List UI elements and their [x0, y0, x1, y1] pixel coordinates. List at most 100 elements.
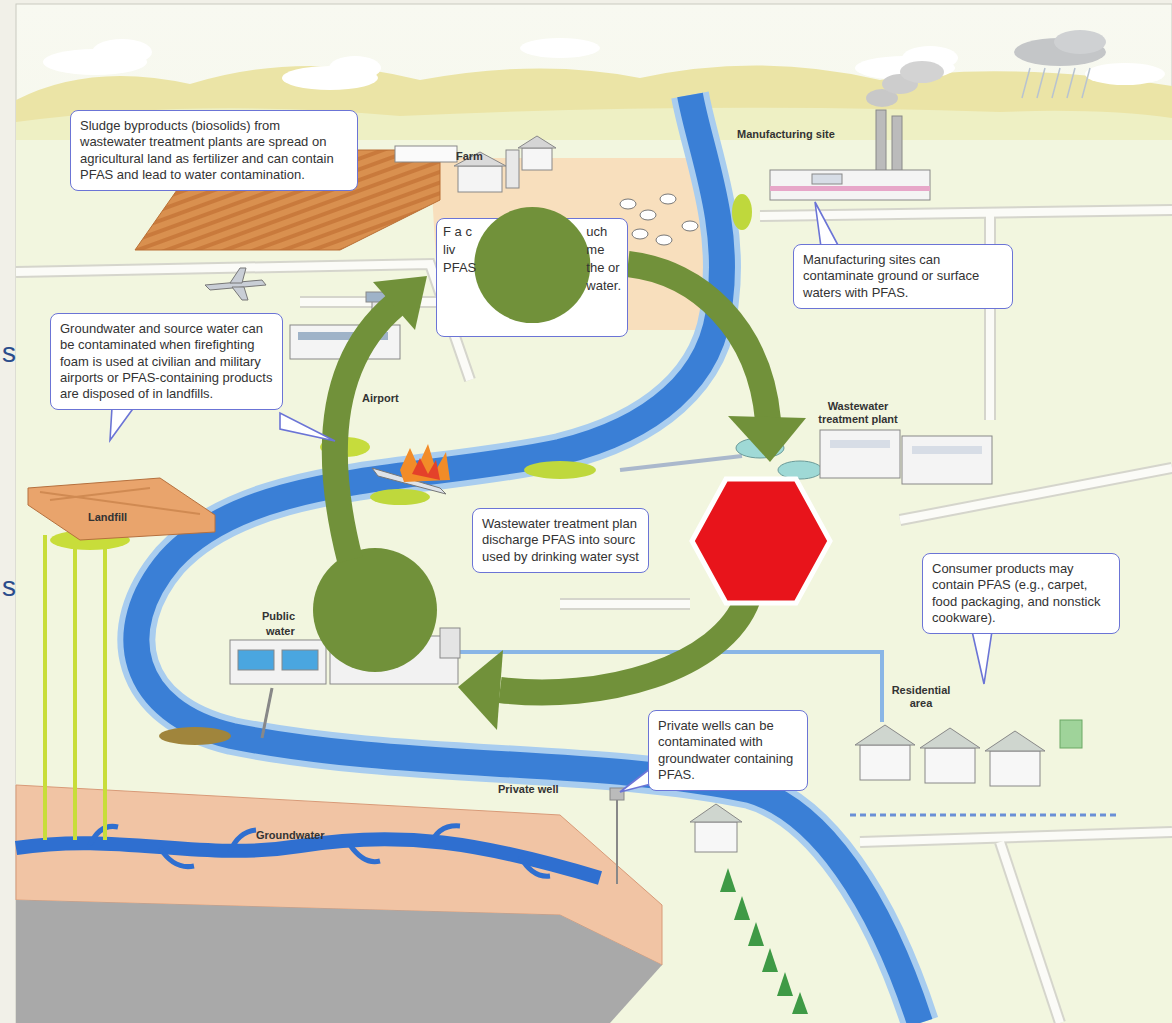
callout-text: Manufacturing sites can contaminate grou… [803, 252, 1003, 301]
road [16, 210, 1172, 1023]
callout-text: Sludge byproducts (biosolids) from waste… [80, 118, 348, 183]
farm-building [518, 136, 556, 148]
wastewater-plant [820, 430, 900, 478]
slide-letter: s [2, 570, 16, 604]
tree [720, 868, 808, 1014]
callout-pointer [110, 407, 134, 440]
callout-box: F a c liv PFAS uch me the or water. [436, 218, 628, 337]
groundwater-slab [16, 900, 662, 1023]
private-well [695, 822, 737, 852]
cycle-arrow [458, 650, 503, 730]
callout-text: Groundwater and source water can be cont… [60, 321, 273, 402]
wastewater-plant [778, 461, 822, 479]
callout-text: uch me the or water. [586, 223, 621, 295]
livestock [632, 229, 648, 239]
tree [792, 992, 808, 1014]
callout-text: F a c liv PFAS [443, 223, 476, 277]
road [860, 832, 1172, 842]
farm-building [395, 146, 457, 162]
groundwater-slab [90, 826, 550, 876]
road [1000, 842, 1060, 1023]
landfill [40, 488, 200, 514]
road [860, 832, 1172, 842]
scene-label: Manufacturing site [737, 128, 835, 141]
leachate [73, 538, 77, 840]
ground [16, 140, 1172, 1023]
rain-cloud [1022, 68, 1090, 98]
callout-box: Private wells can be contaminated with g… [648, 710, 808, 791]
airport [230, 268, 248, 300]
river [136, 95, 920, 1023]
farm-building [506, 150, 519, 188]
callout-pointer [280, 413, 335, 441]
leachate [43, 535, 47, 840]
house [985, 731, 1045, 751]
groundwater-slab [16, 785, 662, 1023]
house [925, 748, 975, 783]
factory [812, 174, 842, 184]
leachate [45, 535, 105, 840]
public-water-system [282, 650, 318, 670]
private-well [690, 804, 742, 822]
callout-box: Manufacturing sites can contaminate grou… [793, 244, 1013, 309]
callout-text: discharge PFAS into sourc [482, 532, 639, 548]
contamination-plume [732, 194, 752, 230]
cloud [43, 38, 1165, 90]
public-water-system [238, 650, 274, 670]
wastewater-plant [902, 436, 992, 484]
scene-label: Farm [456, 150, 483, 163]
backdrop [16, 4, 1172, 1023]
callout-text: Private wells can be contaminated with g… [658, 718, 798, 783]
callout-box: Consumer products may contain PFAS (e.g.… [922, 553, 1120, 634]
house [920, 728, 980, 748]
scene-label: Public [262, 610, 295, 623]
scene-label: Landfill [88, 511, 127, 524]
callout-pointer [620, 768, 651, 792]
scene-label: Residential area [886, 684, 956, 710]
cloud [1085, 63, 1165, 85]
callout-box: Sludge byproducts (biosolids) from waste… [70, 110, 358, 191]
factory [892, 116, 902, 172]
tree [720, 868, 736, 892]
scene-label: Private well [498, 783, 559, 796]
tree [748, 922, 764, 946]
river [136, 95, 920, 1023]
ground [16, 140, 1172, 1023]
cycle-arrow [373, 276, 427, 330]
road [986, 210, 994, 420]
farm-building [522, 148, 552, 170]
road [1000, 842, 1060, 1023]
rain-cloud [1014, 30, 1106, 98]
wastewater-plant [830, 440, 890, 448]
callout-box: Wastewater treatment plandischarge PFAS … [472, 508, 649, 573]
road [16, 210, 1172, 1023]
cycle-arrow [335, 305, 395, 560]
cloud [520, 38, 600, 58]
house [860, 745, 910, 780]
wastewater-plant [620, 456, 742, 470]
road [560, 598, 690, 610]
callout-text: Consumer products may contain PFAS (e.g.… [932, 561, 1110, 626]
river [136, 95, 920, 1023]
road [560, 600, 690, 608]
tree [762, 948, 778, 972]
callout-pointer [972, 631, 992, 684]
livestock [620, 194, 698, 245]
cycle-arrow [728, 416, 806, 462]
scene-label: Wastewater treatment plant [812, 400, 904, 426]
factory [770, 186, 930, 191]
tree [777, 972, 793, 996]
callout-text: used by drinking water syst [482, 549, 639, 565]
contamination-plume [524, 461, 596, 479]
road [984, 210, 996, 420]
public-water-system [230, 640, 326, 684]
slide-letter: s [2, 336, 16, 370]
livestock [620, 199, 636, 209]
wastewater-plant [620, 430, 992, 484]
cycle-arrow [628, 264, 768, 420]
callout-pointer [815, 202, 839, 247]
factory [770, 170, 930, 200]
house [850, 720, 1120, 815]
